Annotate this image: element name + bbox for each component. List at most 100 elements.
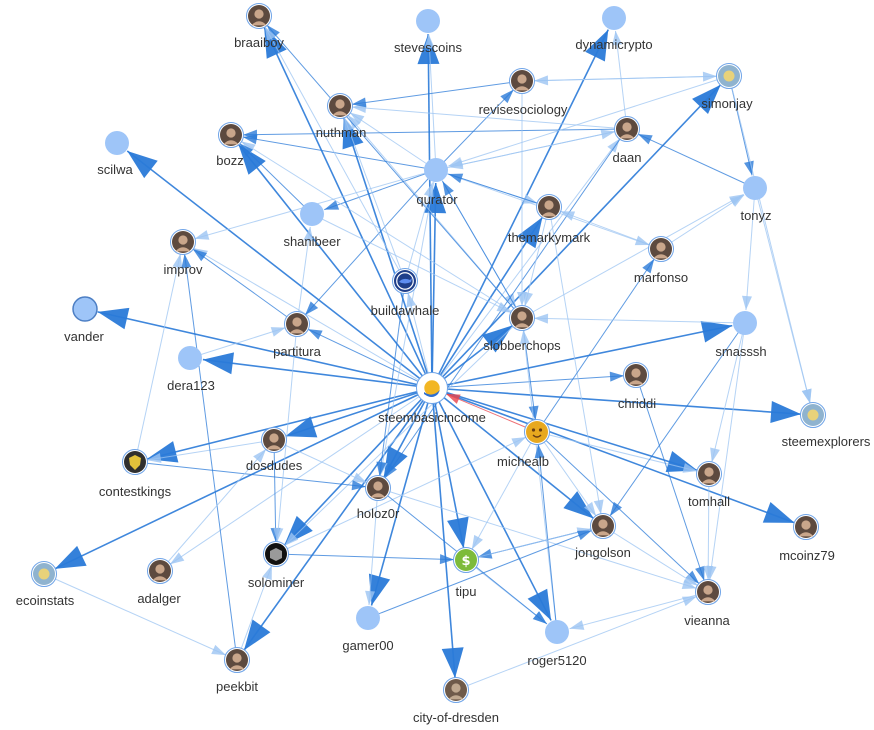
edge-line [521, 193, 744, 319]
edge-line [602, 525, 699, 587]
edge-line [276, 323, 298, 543]
arrowhead [511, 437, 527, 448]
node-circle [545, 620, 569, 644]
node-themarkymark[interactable]: themarkymark [508, 194, 591, 246]
node-michealb[interactable]: michealb [497, 419, 550, 470]
edge-line [431, 29, 609, 389]
arrowhead [702, 71, 718, 82]
node-label: gamer00 [342, 638, 393, 653]
edge-line [521, 75, 718, 82]
edge-steembasicincome-to-dynamicrypto [431, 29, 609, 389]
edge-line [745, 187, 756, 311]
node-dosdudes[interactable]: dosdudes [246, 427, 303, 474]
node-improv[interactable]: improv [163, 229, 203, 278]
node-daan[interactable]: daan [613, 116, 642, 166]
node-adalger[interactable]: adalger [137, 558, 181, 607]
node-gamer00[interactable]: gamer00 [342, 606, 394, 653]
node-city-of-dresden[interactable]: city-of-dresden [413, 677, 499, 726]
arrowhead [417, 33, 440, 65]
whale-logo-icon [392, 268, 418, 294]
edge-line [343, 117, 406, 282]
edge-line [637, 133, 756, 189]
node-tonyz[interactable]: tonyz [740, 176, 772, 223]
node-smasssh[interactable]: smasssh [715, 311, 767, 359]
edge-daan-to-bozz [242, 128, 628, 140]
arrowhead [682, 462, 698, 473]
node-chriddi[interactable]: chriddi [618, 362, 656, 412]
node-tomhall[interactable]: tomhall [688, 461, 730, 510]
arrowhead [442, 181, 454, 196]
arrowhead [303, 226, 314, 242]
node-holoz0r[interactable]: holoz0r [357, 475, 400, 522]
edge-themarkymark-to-slobberchops [523, 206, 550, 307]
node-scilwa[interactable]: scilwa [97, 131, 133, 177]
edge-steembasicincome-to-vander [97, 307, 433, 389]
arrowhead [376, 461, 387, 477]
edge-simonjay-to-qurator [448, 75, 730, 167]
node-revisesociology[interactable]: revisesociology [479, 68, 568, 118]
node-qurator[interactable]: qurator [416, 158, 458, 207]
edge-line [126, 150, 433, 389]
person-avatar-icon [793, 514, 819, 540]
edge-line [283, 387, 433, 546]
arrowhead [243, 619, 271, 651]
node-partitura[interactable]: partitura [273, 311, 322, 360]
node-label: stevescoins [394, 40, 462, 55]
arrowhead [685, 570, 700, 584]
node-peekbit[interactable]: peekbit [216, 647, 258, 695]
node-label: ecoinstats [16, 593, 75, 608]
edge-steembasicincome-to-partitura [307, 328, 433, 389]
node-steemexplorers[interactable]: steemexplorers [782, 402, 871, 450]
edge-line [351, 80, 523, 105]
node-circle [105, 131, 129, 155]
arrowhead [703, 565, 714, 581]
node-slobberchops[interactable]: slobberchops [483, 305, 561, 354]
node-simonjay[interactable]: simonjay [701, 63, 753, 112]
edge-steembasicincome-to-city-of-dresden [431, 387, 464, 679]
node-vieanna[interactable]: vieanna [684, 579, 731, 629]
node-label: tomhall [688, 494, 730, 509]
node-stevescoins[interactable]: stevescoins [394, 9, 462, 55]
node-braaiboy[interactable]: braaiboy [234, 3, 284, 51]
node-shanibeer[interactable]: shanibeer [283, 202, 341, 249]
node-label: michealb [497, 454, 549, 469]
node-vander[interactable]: vander [64, 296, 105, 344]
node-circle [72, 296, 98, 322]
edge-steembasicincome-to-scilwa [126, 150, 433, 389]
node-roger5120[interactable]: roger5120 [527, 620, 587, 668]
edge-line [296, 226, 311, 325]
node-steembasicincome[interactable]: steembasicincome [378, 372, 486, 426]
edge-slobberchops-to-qurator [442, 180, 523, 319]
node-label: roger5120 [527, 653, 586, 668]
node-label: slobberchops [483, 338, 561, 353]
node-label: jongolson [574, 545, 631, 560]
edge-tonyz-to-daan [637, 133, 756, 189]
node-jongolson[interactable]: jongolson [574, 513, 631, 561]
node-marfonso[interactable]: marfonso [634, 236, 688, 286]
node-buildawhale[interactable]: buildawhale [371, 268, 440, 319]
node-dynamicrypto[interactable]: dynamicrypto [575, 6, 653, 52]
node-nuthman[interactable]: nuthman [316, 93, 367, 141]
node-contestkings[interactable]: contestkings [99, 449, 172, 500]
arrowhead [744, 160, 754, 176]
shield-logo-icon [122, 449, 148, 475]
node-mcoinz79[interactable]: mcoinz79 [779, 514, 835, 564]
edge-line [311, 213, 512, 314]
edge-steembasicincome-to-tomhall [431, 387, 698, 473]
person-avatar-icon [536, 194, 562, 220]
node-tipu[interactable]: $tipu [453, 547, 479, 600]
edge-buildawhale-to-holoz0r [376, 280, 406, 477]
arrowhead [365, 590, 376, 606]
node-dera123[interactable]: dera123 [167, 346, 215, 393]
person-avatar-icon [327, 93, 353, 119]
arrowhead [607, 138, 620, 153]
node-ecoinstats[interactable]: ecoinstats [16, 561, 75, 609]
arrowhead [729, 195, 745, 207]
arrowhead [192, 249, 208, 262]
edge-line [193, 247, 433, 389]
edge-line [134, 461, 367, 488]
edge-qurator-to-shanibeer [324, 169, 437, 211]
node-solominer[interactable]: solominer [248, 541, 305, 591]
node-bozz[interactable]: bozz [216, 122, 244, 169]
